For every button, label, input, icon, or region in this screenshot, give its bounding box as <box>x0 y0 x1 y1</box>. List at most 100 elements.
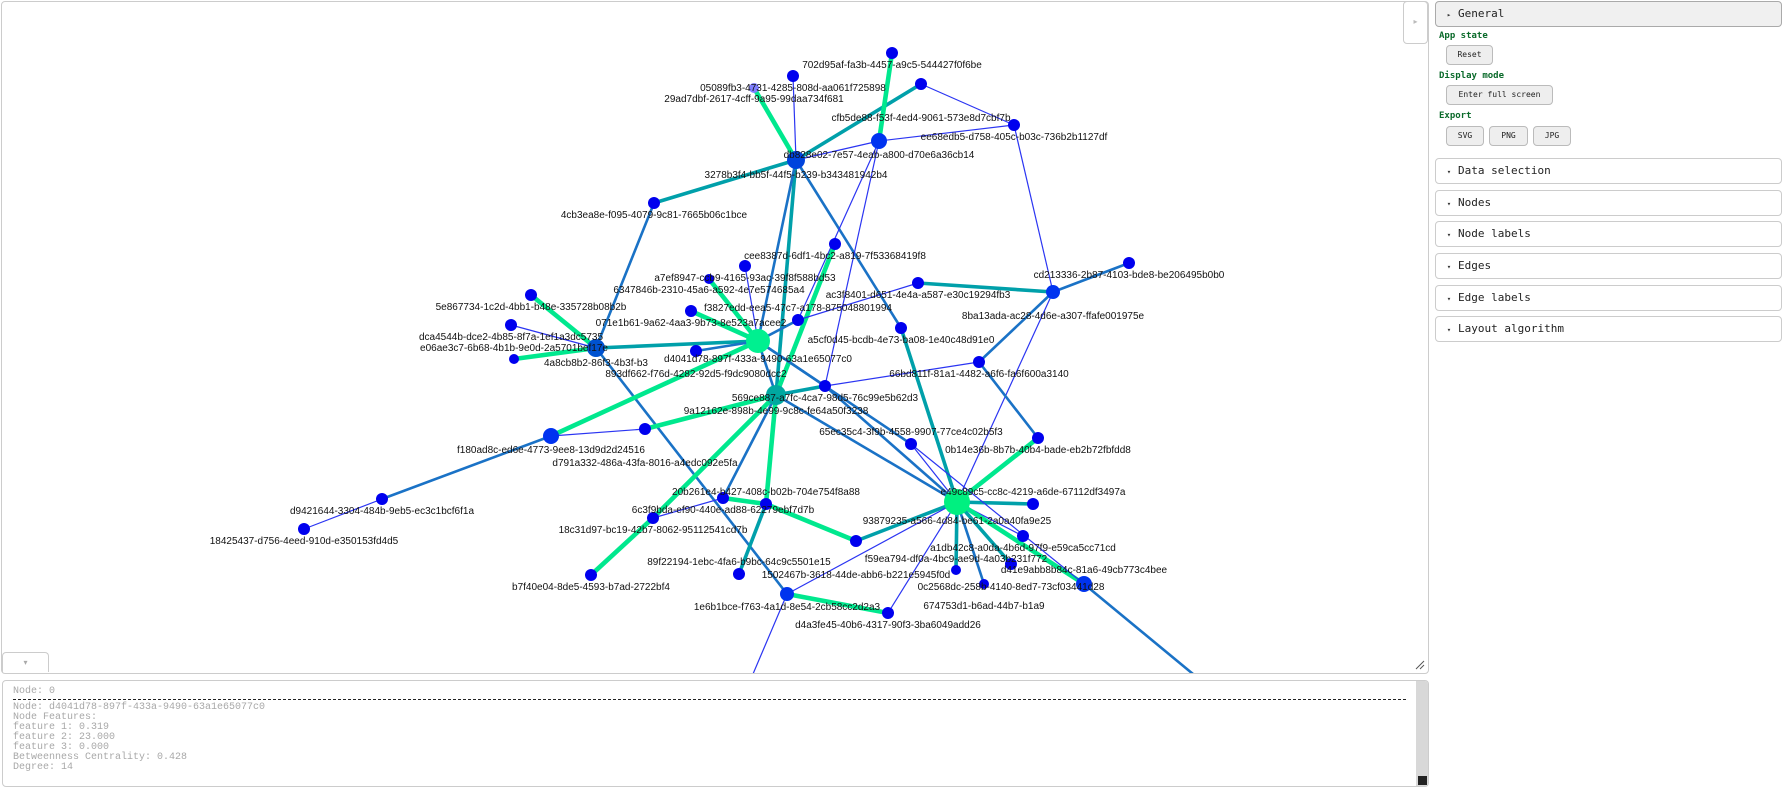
graph-node[interactable] <box>739 260 751 272</box>
graph-edge[interactable] <box>855 500 958 543</box>
reset-button[interactable]: Reset <box>1446 45 1493 65</box>
graph-node[interactable] <box>780 587 794 601</box>
graph-edge[interactable] <box>529 293 598 350</box>
graph-edge[interactable] <box>773 243 838 396</box>
graph-node[interactable] <box>944 489 970 515</box>
accordion-general[interactable]: ▸General <box>1435 1 1782 27</box>
graph-node[interactable] <box>733 568 745 580</box>
graph-node[interactable] <box>766 385 786 405</box>
graph-node[interactable] <box>915 78 927 90</box>
graph-edge[interactable] <box>792 75 797 161</box>
graph-node[interactable] <box>895 322 907 334</box>
graph-node[interactable] <box>505 319 517 331</box>
graph-node[interactable] <box>1017 530 1029 542</box>
graph-node[interactable] <box>1005 558 1017 570</box>
graph-node[interactable] <box>647 512 659 524</box>
toggle-panel-button[interactable]: ▸ <box>1403 1 1428 44</box>
graph-edge[interactable] <box>550 338 759 439</box>
fullscreen-button[interactable]: Enter full screen <box>1446 85 1553 105</box>
graph-edge[interactable] <box>824 361 980 387</box>
graph-node[interactable] <box>979 579 989 589</box>
graph-edge[interactable] <box>381 434 552 501</box>
graph-edge[interactable] <box>722 495 767 507</box>
network-graph[interactable]: 702d95af-fa3b-4457-a9c5-544427f0f6be0508… <box>1 1 1429 674</box>
graph-node[interactable] <box>585 569 597 581</box>
graph-node[interactable] <box>787 70 799 82</box>
graph-edge[interactable] <box>1052 261 1130 294</box>
graph-edge[interactable] <box>910 443 1085 585</box>
graph-edge[interactable] <box>786 591 889 616</box>
graph-edge[interactable] <box>510 324 597 349</box>
graph-node[interactable] <box>1076 576 1092 592</box>
graph-edge[interactable] <box>737 503 768 575</box>
graph-node[interactable] <box>819 380 831 392</box>
graph-edge-offscreen[interactable] <box>752 593 788 674</box>
export-svg-button[interactable]: SVG <box>1446 126 1484 146</box>
console-resize-handle[interactable] <box>1418 776 1427 785</box>
graph-node[interactable] <box>882 607 894 619</box>
graph-node[interactable] <box>509 354 519 364</box>
graph-edge[interactable] <box>824 385 958 503</box>
graph-edge[interactable] <box>763 394 779 505</box>
graph-edge[interactable] <box>690 308 759 344</box>
graph-edge[interactable] <box>707 277 760 343</box>
graph-node[interactable] <box>1046 285 1060 299</box>
graph-edge[interactable] <box>594 202 656 349</box>
graph-node[interactable] <box>376 493 388 505</box>
accordion-node-labels[interactable]: ▾Node labels <box>1435 221 1782 247</box>
graph-edge[interactable] <box>1013 124 1054 293</box>
graph-edge[interactable] <box>765 501 857 544</box>
graph-edge[interactable] <box>550 428 646 437</box>
graph-edge[interactable] <box>589 516 655 577</box>
accordion-edges[interactable]: ▾Edges <box>1435 253 1782 279</box>
graph-edge[interactable] <box>744 265 759 342</box>
resize-handle-icon[interactable] <box>1415 660 1425 670</box>
graph-node[interactable] <box>704 274 714 284</box>
graph-node[interactable] <box>717 492 729 504</box>
graph-edge[interactable] <box>797 282 919 321</box>
graph-edge[interactable] <box>795 82 922 162</box>
graph-edge[interactable] <box>594 347 789 595</box>
graph-edge[interactable] <box>978 291 1054 363</box>
collapse-console-button[interactable]: ▾ <box>2 652 49 672</box>
graph-node[interactable] <box>1008 119 1020 131</box>
graph-node[interactable] <box>639 423 651 435</box>
graph-edge[interactable] <box>303 498 383 530</box>
graph-node[interactable] <box>543 428 559 444</box>
graph-node[interactable] <box>850 535 862 547</box>
graph-edge[interactable] <box>653 158 797 205</box>
graph-edge[interactable] <box>756 159 798 342</box>
graph-edge[interactable] <box>595 339 759 350</box>
graph-edge[interactable] <box>652 497 724 519</box>
graph-node[interactable] <box>871 133 887 149</box>
graph-edge[interactable] <box>977 361 1040 439</box>
graph-edge[interactable] <box>644 392 777 432</box>
graph-node[interactable] <box>905 438 917 450</box>
graph-node[interactable] <box>749 83 759 93</box>
graph-edge[interactable] <box>786 501 958 595</box>
graph-node[interactable] <box>951 565 961 575</box>
graph-edge-offscreen[interactable] <box>1083 582 1194 674</box>
graph-edge[interactable] <box>752 86 798 162</box>
graph-node[interactable] <box>1123 257 1135 269</box>
graph-edge[interactable] <box>797 140 880 321</box>
accordion-data-selection[interactable]: ▾Data selection <box>1435 158 1782 184</box>
accordion-edge-labels[interactable]: ▾Edge labels <box>1435 285 1782 311</box>
graph-edge[interactable] <box>795 140 880 161</box>
graph-node[interactable] <box>648 197 660 209</box>
graph-node[interactable] <box>1027 498 1039 510</box>
graph-node[interactable] <box>973 356 985 368</box>
export-png-button[interactable]: PNG <box>1489 126 1528 146</box>
export-jpg-button[interactable]: JPG <box>1533 126 1571 146</box>
graph-node[interactable] <box>298 523 310 535</box>
graph-node[interactable] <box>886 47 898 59</box>
graph-edge[interactable] <box>920 83 1015 126</box>
graph-edge[interactable] <box>824 140 880 387</box>
graph-node[interactable] <box>525 289 537 301</box>
graph-node[interactable] <box>912 277 924 289</box>
graph-edge[interactable] <box>513 345 597 362</box>
graph-edge[interactable] <box>955 500 1086 586</box>
graph-node[interactable] <box>587 339 605 357</box>
graph-edge[interactable] <box>876 52 895 142</box>
